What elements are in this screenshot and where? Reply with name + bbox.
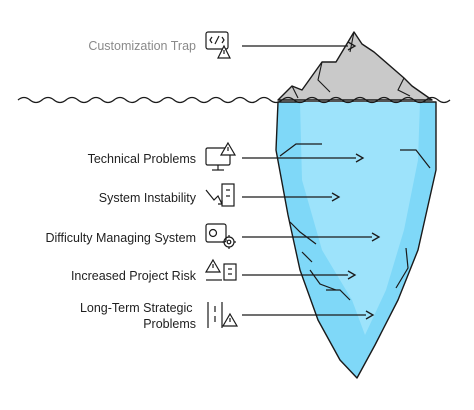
code-warning-icon [205,31,231,59]
label-increased-project-risk: Increased Project Risk [71,269,197,283]
iceberg-tip [277,31,433,101]
iceberg-facets [279,143,431,301]
path-warning-icon [207,302,239,328]
label-line-1: Long-Term Strategic [80,301,193,315]
label-technical-problems: Technical Problems [88,152,196,166]
arrow-system-instability [242,192,341,202]
monitor-warning-icon [205,141,237,171]
waterline [17,96,451,104]
iceberg-highlight [300,102,420,335]
label-difficulty-managing-system: Difficulty Managing System [45,231,196,245]
arrow-customization-trap [242,41,357,51]
arrow-long-term-strategic-problems [242,310,375,320]
label-system-instability: System Instability [99,191,197,205]
gear-warning-icon [205,223,236,249]
arrow-increased-project-risk [242,270,357,280]
label-long-term-strategic-problems: Long-Term Strategic Problems [80,301,196,331]
arrow-technical-problems [242,153,365,163]
building-decline-icon [205,183,235,207]
label-customization-trap: Customization Trap [88,39,196,53]
label-line-2: Problems [143,317,196,331]
warning-building-icon [204,258,237,281]
arrow-difficulty-managing-system [242,232,381,242]
